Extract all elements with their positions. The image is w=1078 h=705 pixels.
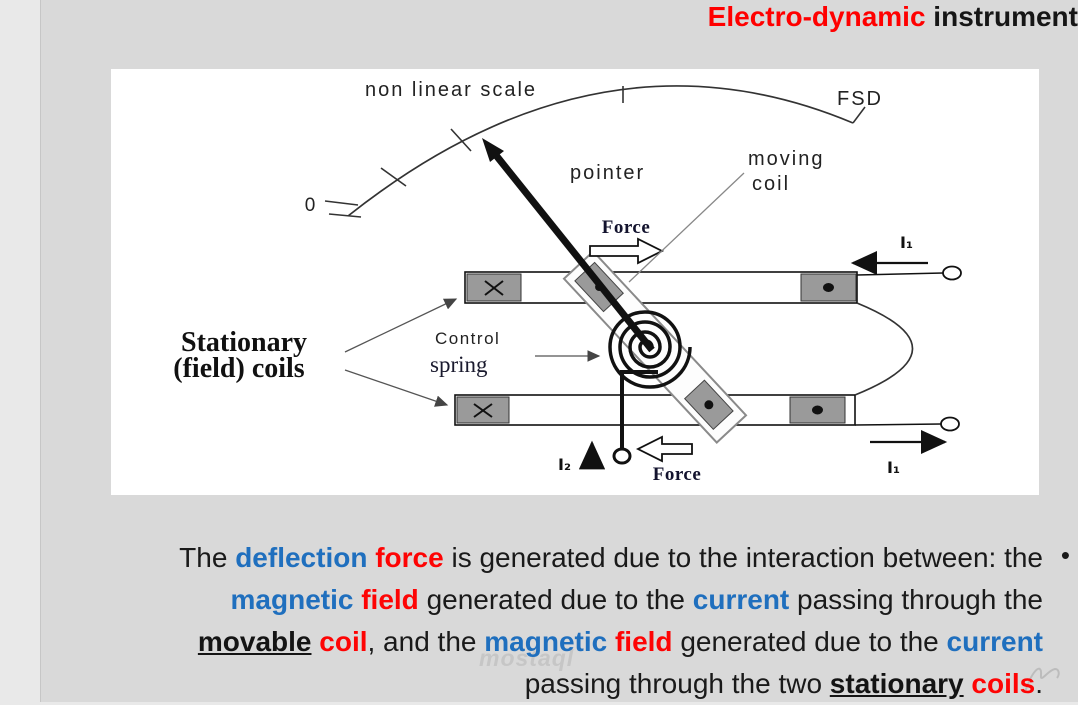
text-segment: is generated due to the interaction betw…: [451, 542, 1043, 573]
text-segment: coils: [971, 668, 1036, 699]
slide-title: Electro-dynamic instrument: [708, 0, 1078, 34]
text-segment: generated due to the: [426, 584, 693, 615]
dot-out-of-page-icon: [823, 283, 834, 292]
list-bullet: •: [1060, 540, 1070, 570]
moving-coil-label-line2: coil: [752, 173, 790, 195]
stationary-leader-arrows: [344, 298, 458, 407]
series-connection-wire: [854, 302, 914, 396]
current-label-bottom: I₁: [887, 458, 900, 477]
moving-coil-leader-line: [628, 172, 745, 283]
pointer-label: pointer: [570, 162, 645, 184]
text-segment: deflection: [235, 542, 376, 573]
text-segment: magnetic: [230, 584, 362, 615]
control-spring-label-line1: Control: [435, 329, 500, 348]
cross-into-page-icon: [484, 280, 504, 296]
force-label-top: Force: [602, 217, 651, 238]
scale-arc: [324, 85, 866, 218]
text-segment: passing through the two: [524, 668, 830, 699]
scale-ticks: [324, 86, 866, 218]
text-segment: field: [614, 626, 681, 657]
text-segment: stationary: [829, 668, 964, 699]
body-line-2: magnetic field generated due to the curr…: [51, 579, 1043, 621]
stationary-coils-label-line1: Stationary: [181, 327, 307, 358]
text-segment: generated due to the: [680, 626, 947, 657]
body-line-3: movable coil, and the magnetic field gen…: [51, 621, 1043, 663]
force-label-bottom: Force: [653, 464, 702, 485]
slide-title-rest: instrument: [925, 1, 1078, 32]
zero-label: 0: [305, 195, 316, 216]
body-line-1: The deflection force is generated due to…: [51, 537, 1043, 579]
force-arrow-right-icon: [589, 237, 665, 265]
text-segment: The: [179, 542, 236, 573]
text-segment: movable: [197, 626, 312, 657]
pointer-needle: [482, 138, 655, 353]
text-segment: magnetic: [484, 626, 615, 657]
force-arrow-left-icon: [635, 435, 693, 463]
moving-coil-terminal: [612, 447, 632, 465]
slide: Electro-dynamic instrument: [41, 0, 1078, 702]
body-line-4: passing through the two stationary coils…: [51, 663, 1043, 705]
current-label-top: I₁: [900, 233, 913, 252]
text-segment: passing through the: [797, 584, 1043, 615]
stationary-coil-top: [464, 271, 858, 304]
text-segment: , and the: [367, 626, 485, 657]
text-segment: field: [361, 584, 427, 615]
watermark-text: mostaql: [479, 645, 575, 671]
stationary-coils-label-line2: (field) coils: [173, 353, 305, 384]
moving-coil-current-label: I₂: [558, 455, 571, 474]
body-paragraph: The deflection force is generated due to…: [51, 537, 1043, 705]
fsd-label: FSD: [837, 88, 883, 110]
instrument-diagram-svg: 0 non linear scale FSD Stationary (field…: [173, 79, 962, 485]
bottom-terminal: [940, 416, 960, 432]
stationary-coil-bottom: [454, 394, 856, 426]
moving-coil-lead-wire: [620, 370, 658, 448]
dot-out-of-page-icon: [812, 405, 823, 415]
cross-into-page-icon: [473, 403, 493, 418]
moving-coil-label-line1: moving: [748, 148, 824, 170]
control-spring-spiral: [608, 310, 692, 389]
nonlinear-scale-label: non linear scale: [365, 79, 537, 101]
bottom-terminal-wire: [854, 423, 942, 426]
text-segment: .: [1035, 668, 1043, 699]
text-segment: coil: [319, 626, 368, 657]
dot-icon: [704, 400, 714, 410]
control-spring-label-line2: spring: [430, 352, 488, 377]
text-segment: current: [946, 626, 1043, 657]
text-segment: current: [692, 584, 798, 615]
window-left-margin: [0, 0, 41, 702]
watermark-flourish: [1022, 662, 1064, 701]
instrument-diagram: 0 non linear scale FSD Stationary (field…: [111, 69, 1039, 495]
top-terminal: [942, 265, 962, 281]
top-terminal-wire: [856, 272, 944, 276]
slide-title-highlight: Electro-dynamic: [707, 1, 926, 32]
text-segment: force: [375, 542, 452, 573]
